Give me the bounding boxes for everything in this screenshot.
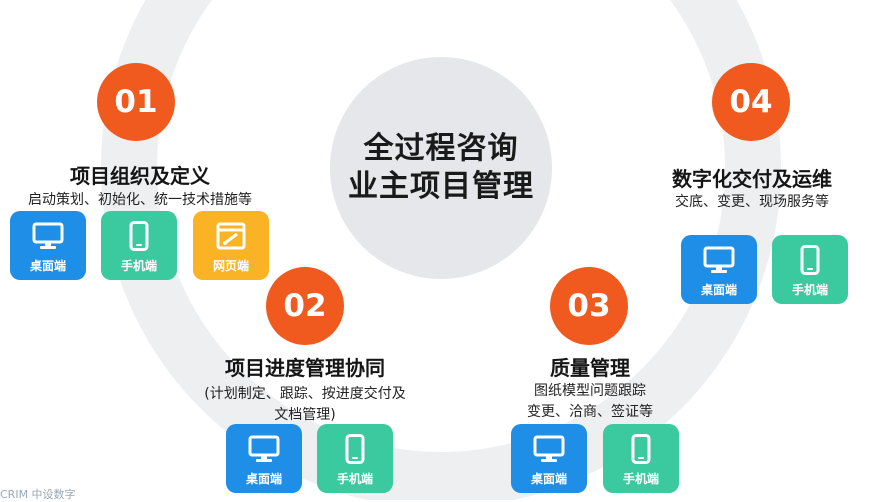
mobile-tile-01[interactable]: 手机端 (101, 211, 177, 280)
tile-label: 手机端 (791, 283, 828, 297)
mobile-tile-04[interactable]: 手机端 (772, 235, 848, 304)
desktop-tile-02[interactable]: 桌面端 (226, 424, 302, 493)
desktop-tile-03[interactable]: 桌面端 (511, 424, 587, 493)
section-desc-03-line1: 图纸模型问题跟踪 (534, 383, 646, 399)
tile-label: 网页端 (212, 259, 249, 273)
mobile-tile-03[interactable]: 手机端 (603, 424, 679, 493)
step-number-02: 02 (266, 267, 344, 345)
mobile-tile-02[interactable]: 手机端 (317, 424, 393, 493)
section-desc-02-line1: (计划制定、跟踪、按进度交付及 (204, 386, 406, 402)
monitor-icon (702, 245, 736, 275)
desktop-tile-04[interactable]: 桌面端 (681, 235, 757, 304)
tile-label: 桌面端 (700, 283, 737, 297)
tile-label: 手机端 (120, 259, 157, 273)
phone-icon (338, 434, 372, 464)
section-title-04: 数字化交付及运维 (672, 167, 832, 191)
footer-logo: CRIM 中设数字 (0, 488, 76, 501)
tile-label: 手机端 (336, 472, 373, 486)
tile-label: 桌面端 (29, 259, 66, 273)
step-number-03: 03 (550, 267, 628, 345)
section-desc-01: 启动策划、初始化、统一技术措施等 (28, 192, 252, 208)
section-title-03: 质量管理 (550, 356, 630, 380)
section-desc-04: 交底、变更、现场服务等 (675, 194, 829, 210)
phone-icon (122, 221, 156, 251)
step-number-01: 01 (97, 63, 175, 141)
center-circle: 全过程咨询 业主项目管理 (330, 57, 552, 279)
phone-icon (624, 434, 658, 464)
tile-label: 桌面端 (245, 472, 282, 486)
monitor-icon (31, 221, 65, 251)
section-title-01: 项目组织及定义 (70, 164, 210, 188)
section-title-02: 项目进度管理协同 (225, 356, 385, 380)
phone-icon (793, 245, 827, 275)
web-tile-01[interactable]: 网页端 (193, 211, 269, 280)
section-desc-03-line2: 变更、洽商、签证等 (527, 404, 653, 420)
monitor-icon (247, 434, 281, 464)
monitor-icon (532, 434, 566, 464)
center-title-line1: 全过程咨询 (363, 131, 519, 166)
tile-label: 桌面端 (530, 472, 567, 486)
tile-label: 手机端 (622, 472, 659, 486)
section-desc-02-line2: 文档管理) (274, 407, 336, 423)
desktop-tile-01[interactable]: 桌面端 (10, 211, 86, 280)
step-number-04: 04 (712, 63, 790, 141)
webpage-icon (214, 221, 248, 251)
center-title-line2: 业主项目管理 (348, 169, 534, 204)
